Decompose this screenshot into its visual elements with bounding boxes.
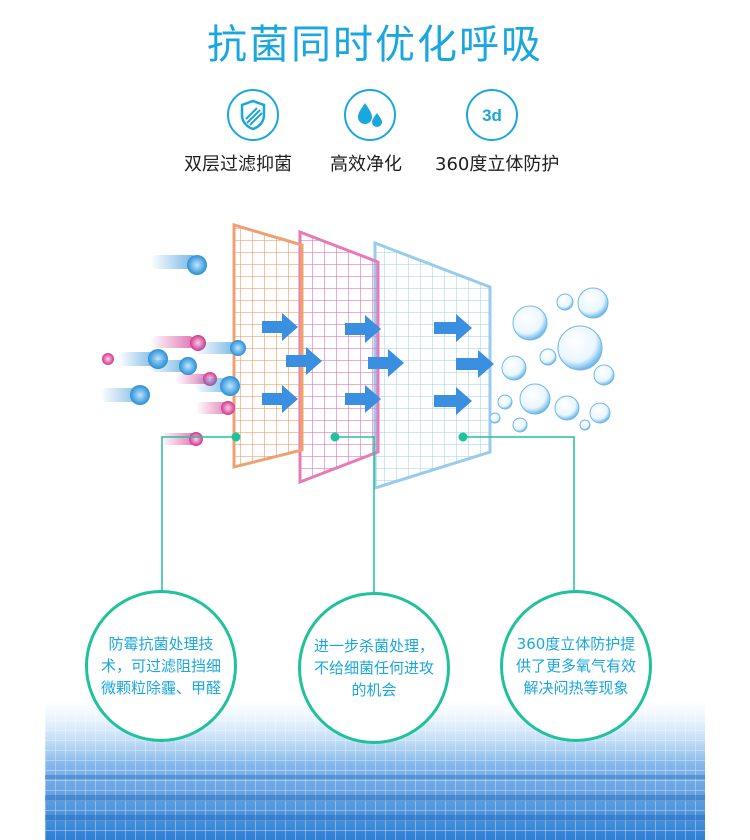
connector-dots bbox=[231, 432, 468, 442]
water-drops-icon bbox=[344, 89, 396, 141]
3d-icon: 3d bbox=[466, 89, 518, 141]
germ-icon bbox=[160, 432, 203, 446]
connector-lines bbox=[161, 436, 575, 600]
germ-icon bbox=[150, 255, 207, 275]
callout-bubble-2: 进一步杀菌处理，不给细菌任何进攻的机会 bbox=[298, 592, 450, 744]
arrow-icon bbox=[345, 315, 381, 343]
germ-icon bbox=[195, 340, 246, 356]
arrow-icon bbox=[262, 385, 298, 413]
flow-arrows bbox=[262, 313, 494, 415]
clean-air-bubbles bbox=[489, 287, 615, 433]
callout-bubble-1: 防霉抗菌处理技术，可过滤阻挡细微颗粒除霾、甲醛 bbox=[85, 590, 237, 742]
callout-text-3: 360度立体防护提供了更多氧气有效解决闷热等现象 bbox=[515, 635, 636, 697]
arrow-icon bbox=[262, 313, 298, 341]
germ-icon bbox=[196, 401, 235, 415]
callout-bubble-3: 360度立体防护提供了更多氧气有效解决闷热等现象 bbox=[500, 590, 652, 742]
feature-label-protection: 360度立体防护 bbox=[435, 154, 560, 175]
germ-icon bbox=[194, 376, 240, 396]
feature-label-purify: 高效净化 bbox=[330, 154, 402, 175]
page-title: 抗菌同时优化呼吸 bbox=[207, 22, 543, 68]
germ-icon bbox=[148, 357, 197, 375]
arrow-icon bbox=[286, 347, 322, 375]
particles bbox=[100, 255, 246, 446]
arrow-icon bbox=[345, 385, 381, 413]
arrow-icon bbox=[434, 387, 472, 415]
germ-icon bbox=[100, 385, 150, 405]
shield-icon bbox=[227, 89, 279, 141]
callout-text-1: 防霉抗菌处理技术，可过滤阻挡细微颗粒除霾、甲醛 bbox=[100, 635, 221, 697]
germ-icon bbox=[102, 353, 114, 365]
arrow-icon bbox=[434, 314, 472, 342]
arrow-icon bbox=[456, 350, 494, 378]
arrow-icon bbox=[368, 349, 404, 377]
3d-icon-text: 3d bbox=[482, 106, 502, 125]
callout-text-2: 进一步杀菌处理，不给细菌任何进攻的机会 bbox=[313, 637, 434, 699]
feature-label-filter: 双层过滤抑菌 bbox=[184, 154, 292, 175]
